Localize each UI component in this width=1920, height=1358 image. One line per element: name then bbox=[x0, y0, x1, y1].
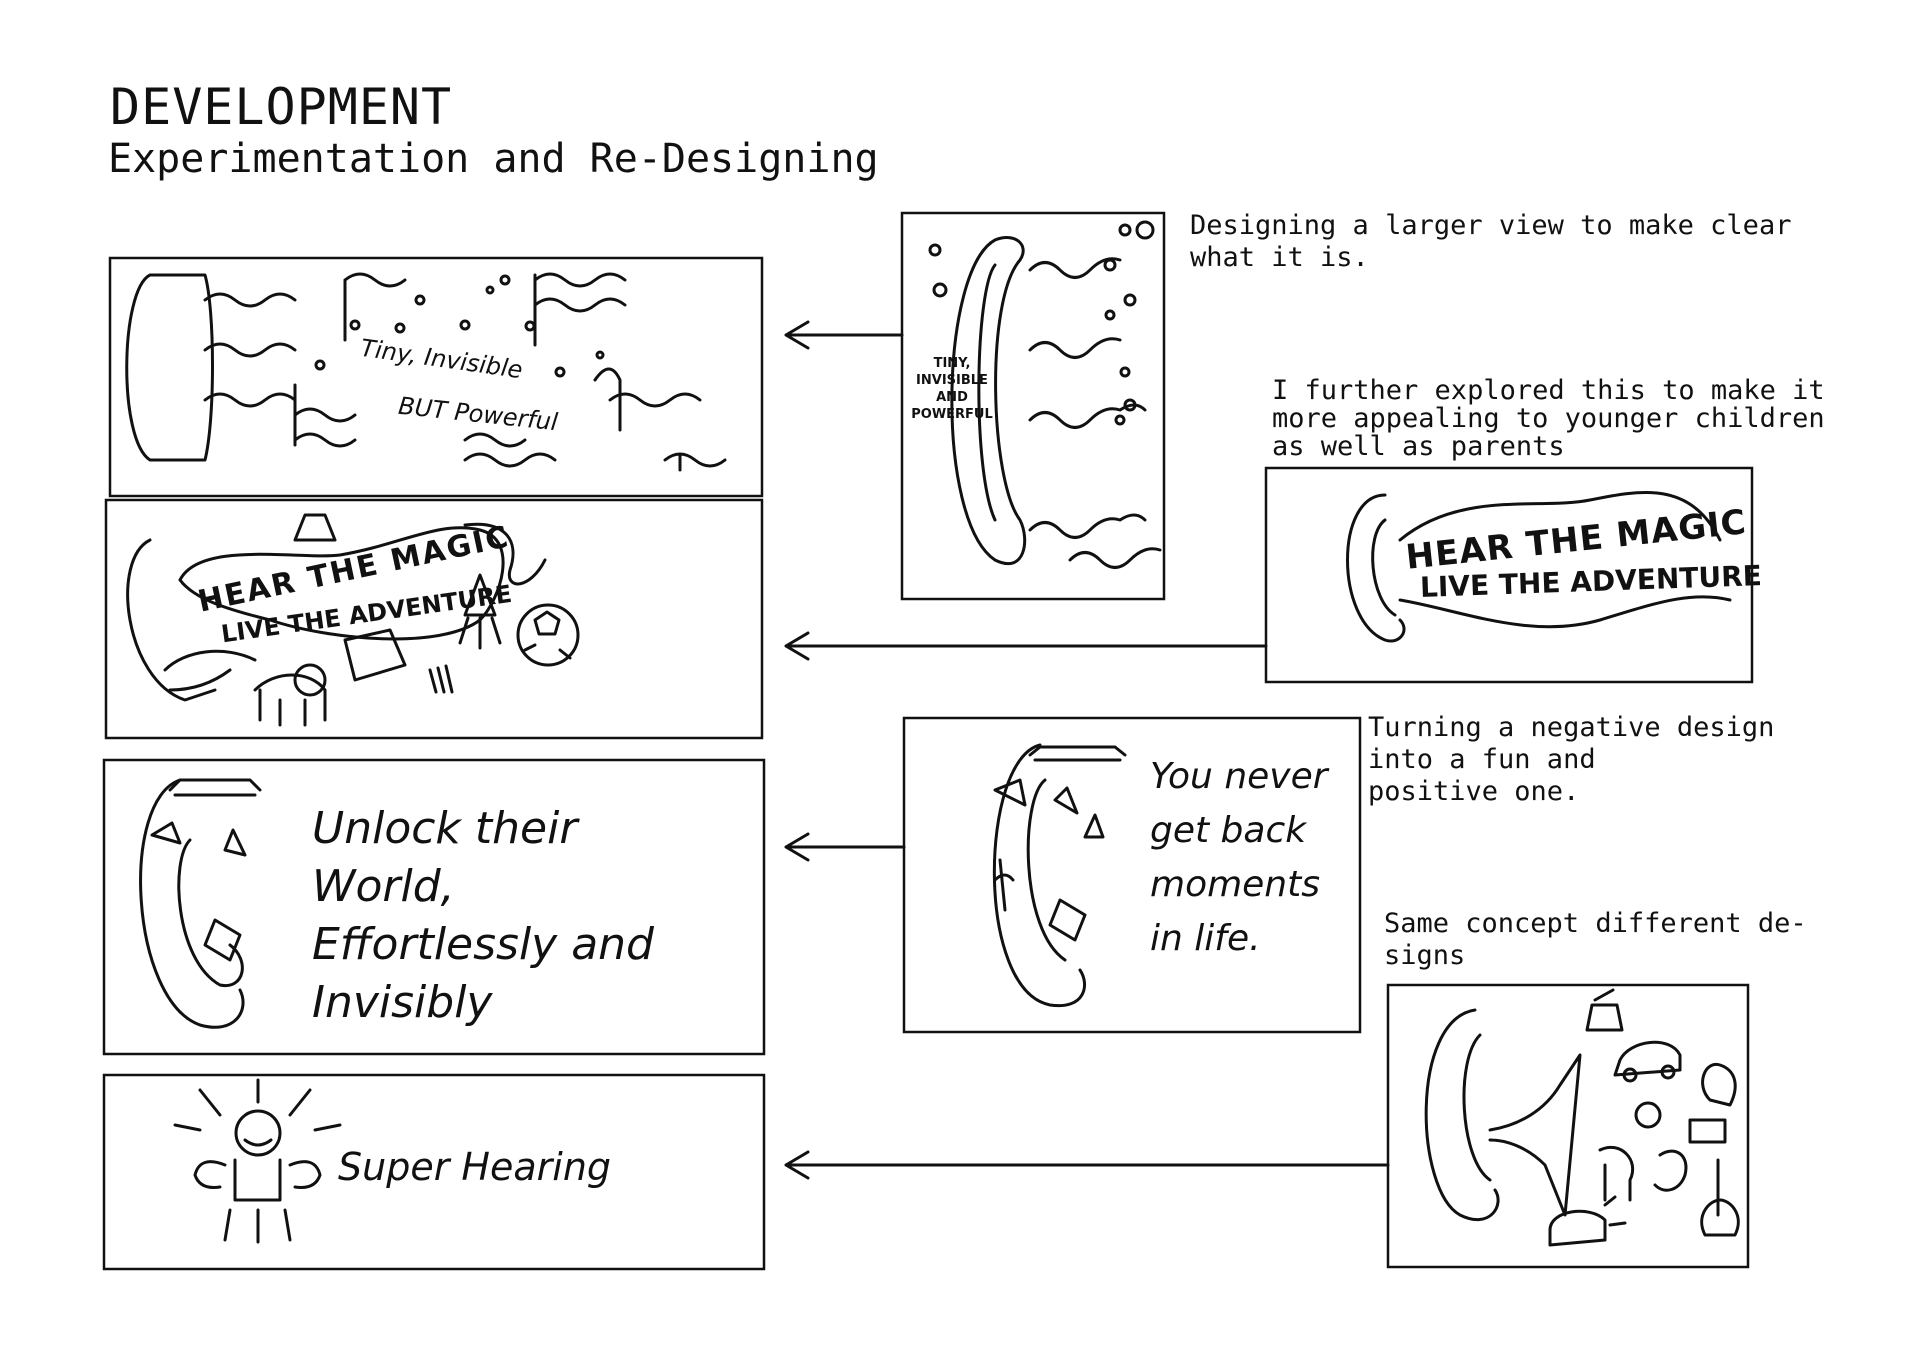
page-title: DEVELOPMENT bbox=[110, 78, 453, 136]
note-larger-view: Designing a larger view to make clear wh… bbox=[1190, 210, 1792, 273]
left-sketch-1-frame bbox=[108, 256, 764, 498]
note-same-concept: Same concept different de- signs bbox=[1384, 908, 1807, 971]
arrow-3 bbox=[784, 832, 906, 862]
arrow-2 bbox=[784, 631, 1268, 661]
note-negative: Turning a negative design into a fun and… bbox=[1368, 712, 1775, 807]
arrow-1 bbox=[784, 320, 904, 350]
right-sketch-2-frame bbox=[1264, 466, 1754, 684]
left-4-text: Super Hearing bbox=[338, 1145, 612, 1189]
right-1-text: TINY, INVISIBLE AND POWERFUL bbox=[911, 356, 993, 422]
right-sketch-4-frame bbox=[1386, 983, 1750, 1269]
right-sketch-3-frame bbox=[902, 716, 1362, 1034]
page-subtitle: Experimentation and Re-Designing bbox=[108, 136, 879, 182]
left-sketch-2-frame bbox=[104, 498, 764, 740]
left-sketch-3-frame bbox=[102, 758, 766, 1056]
right-3-text: You never get back moments in life. bbox=[1150, 756, 1328, 959]
left-sketch-4-frame bbox=[102, 1073, 766, 1271]
right-sketch-1-frame bbox=[900, 211, 1166, 601]
arrow-4 bbox=[784, 1150, 1390, 1180]
left-3-text: Unlock their World, Effortlessly and Inv… bbox=[312, 803, 654, 1028]
note-explored: I further explored this to make it more … bbox=[1272, 375, 1825, 462]
